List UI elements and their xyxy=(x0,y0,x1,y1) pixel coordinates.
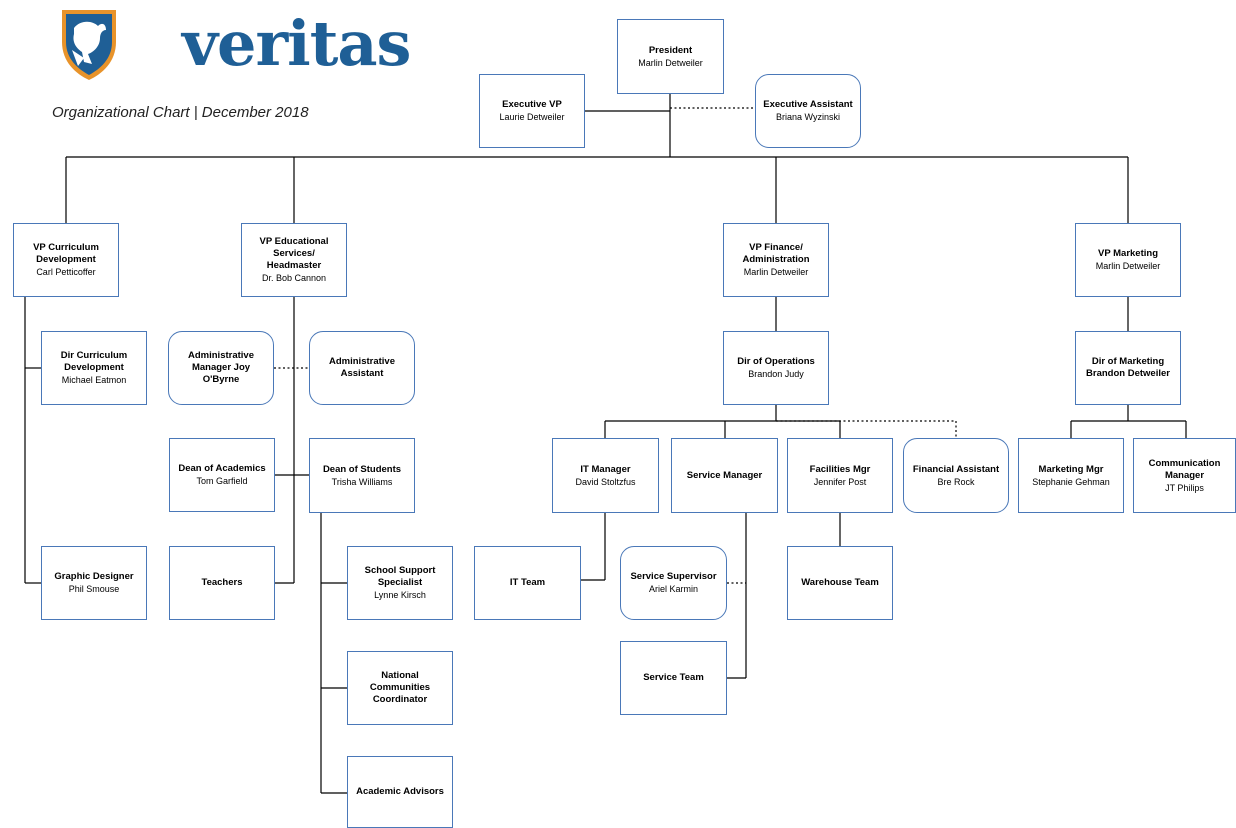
node-title: Service Team xyxy=(643,672,704,683)
node-dir-of-marketing: Dir of Marketing Brandon Detweiler xyxy=(1075,331,1181,405)
node-service-team: Service Team xyxy=(620,641,727,715)
node-person: Marlin Detweiler xyxy=(743,267,809,277)
node-school-support-specialist: School Support Specialist Lynne Kirsch xyxy=(347,546,453,620)
node-title: Marketing Mgr xyxy=(1038,463,1104,475)
node-president: President Marlin Detweiler xyxy=(617,19,724,94)
node-person: Brandon Judy xyxy=(748,369,804,379)
node-title: Communication Manager xyxy=(1148,457,1221,481)
node-title: Dir of Operations xyxy=(737,356,815,367)
node-person: David Stoltzfus xyxy=(575,476,636,487)
node-teachers: Teachers xyxy=(169,546,275,620)
node-person: Trisha Williams xyxy=(331,476,393,487)
node-person: Laurie Detweiler xyxy=(499,112,565,122)
node-title: Administrative Manager Joy O'Byrne xyxy=(188,350,254,385)
node-person: Marlin Detweiler xyxy=(638,57,703,68)
node-administrative-assistant: Administrative Assistant xyxy=(309,331,415,405)
griffin-shield-icon xyxy=(62,10,116,80)
node-academic-advisors: Academic Advisors xyxy=(347,756,453,828)
node-title: Executive Assistant xyxy=(763,99,853,110)
node-title: IT Manager xyxy=(580,463,631,475)
node-vp-curriculum: VP Curriculum Development Carl Petticoff… xyxy=(13,223,119,297)
node-title: VP Marketing xyxy=(1097,248,1158,259)
node-title: Dean of Students xyxy=(322,463,402,475)
node-financial-assistant: Financial Assistant Bre Rock xyxy=(903,438,1009,513)
node-title: National Communities Coordinator xyxy=(369,670,431,705)
node-person: Marlin Detweiler xyxy=(1095,261,1161,271)
node-it-team: IT Team xyxy=(474,546,581,620)
node-title: VP Curriculum Development xyxy=(33,242,99,265)
page-subtitle: Organizational Chart | December 2018 xyxy=(52,104,309,121)
node-marketing-mgr: Marketing Mgr Stephanie Gehman xyxy=(1018,438,1124,513)
node-person: Tom Garfield xyxy=(196,476,248,486)
node-title: Administrative Assistant xyxy=(329,356,395,379)
node-warehouse-team: Warehouse Team xyxy=(787,546,893,620)
node-title: Service Supervisor xyxy=(630,571,717,582)
node-title: Dean of Academics xyxy=(178,463,266,474)
node-administrative-manager: Administrative Manager Joy O'Byrne xyxy=(168,331,274,405)
node-title: VP Finance/ Administration xyxy=(742,242,810,265)
node-person: Ariel Karmin xyxy=(648,584,698,594)
node-dir-of-operations: Dir of Operations Brandon Judy xyxy=(723,331,829,405)
node-vp-finance: VP Finance/ Administration Marlin Detwei… xyxy=(723,223,829,297)
node-person: Carl Petticoffer xyxy=(36,267,96,277)
node-national-communities-coordinator: National Communities Coordinator xyxy=(347,651,453,725)
node-title: School Support Specialist xyxy=(364,565,436,588)
node-title: President xyxy=(648,44,693,56)
node-title: Executive VP xyxy=(502,99,562,110)
veritas-logo: veritas xyxy=(58,6,411,86)
node-title: Dir Curriculum Development xyxy=(60,350,128,373)
node-vp-educational: VP Educational Services/ Headmaster Dr. … xyxy=(241,223,347,297)
node-person: Lynne Kirsch xyxy=(374,590,426,600)
node-service-manager: Service Manager xyxy=(671,438,778,513)
logo-wordmark: veritas xyxy=(182,7,411,80)
node-service-supervisor: Service Supervisor Ariel Karmin xyxy=(620,546,727,620)
node-executive-vp: Executive VP Laurie Detweiler xyxy=(479,74,585,148)
node-graphic-designer: Graphic Designer Phil Smouse xyxy=(41,546,147,620)
node-title: Warehouse Team xyxy=(801,577,879,588)
node-person: Dr. Bob Cannon xyxy=(261,273,327,283)
node-person: Stephanie Gehman xyxy=(1032,476,1110,487)
node-title: Dir of Marketing Brandon Detweiler xyxy=(1086,356,1170,379)
node-dean-of-students: Dean of Students Trisha Williams xyxy=(309,438,415,513)
node-dean-of-academics: Dean of Academics Tom Garfield xyxy=(169,438,275,512)
node-communication-manager: Communication Manager JT Philips xyxy=(1133,438,1236,513)
node-title: Graphic Designer xyxy=(54,571,134,582)
node-person: Jennifer Post xyxy=(813,476,867,487)
node-title: Academic Advisors xyxy=(356,786,444,797)
node-vp-marketing: VP Marketing Marlin Detweiler xyxy=(1075,223,1181,297)
node-person: JT Philips xyxy=(1165,482,1204,493)
node-person: Michael Eatmon xyxy=(61,375,127,385)
node-it-manager: IT Manager David Stoltzfus xyxy=(552,438,659,513)
node-title: Facilities Mgr xyxy=(809,463,871,475)
node-facilities-mgr: Facilities Mgr Jennifer Post xyxy=(787,438,893,513)
node-dir-curriculum: Dir Curriculum Development Michael Eatmo… xyxy=(41,331,147,405)
node-person: Briana Wyzinski xyxy=(776,112,840,122)
node-title: VP Educational Services/ Headmaster xyxy=(259,236,329,271)
node-title: IT Team xyxy=(509,577,546,588)
node-executive-assistant: Executive Assistant Briana Wyzinski xyxy=(755,74,861,148)
node-person: Phil Smouse xyxy=(68,584,120,594)
node-person: Bre Rock xyxy=(937,476,975,487)
node-title: Teachers xyxy=(201,577,243,588)
node-title: Financial Assistant xyxy=(912,463,1000,475)
node-title: Service Manager xyxy=(686,469,763,481)
